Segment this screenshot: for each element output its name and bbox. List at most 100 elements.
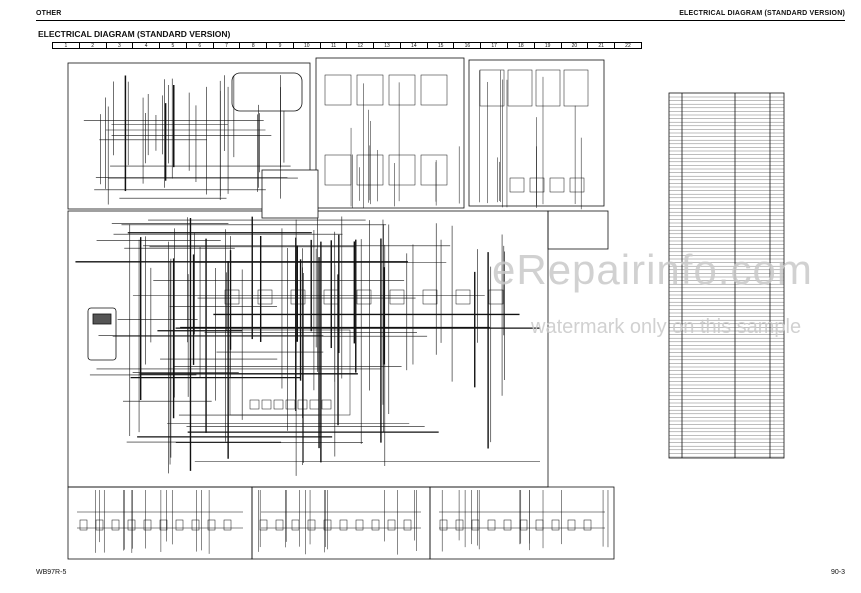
component-symbol <box>403 519 412 531</box>
component-symbol <box>487 519 496 531</box>
grid-column-label: 18 <box>508 43 535 49</box>
component-symbol <box>355 519 364 531</box>
component-symbol <box>387 519 396 531</box>
grid-column-label: 20 <box>562 43 589 49</box>
page-heading: ELECTRICAL DIAGRAM (STANDARD VERSION) <box>679 10 845 17</box>
component-symbol <box>455 519 464 531</box>
grid-column-label: 21 <box>588 43 616 49</box>
grid-column-label: 22 <box>625 43 631 49</box>
component-symbol <box>529 177 545 193</box>
grid-column-label: 17 <box>481 43 509 49</box>
component-symbol <box>388 74 416 106</box>
footer-model: WB97R-5 <box>36 569 67 576</box>
panel-bottom-middle <box>251 486 431 560</box>
panel-bottom-right <box>429 486 615 560</box>
grid-column-label: 19 <box>535 43 562 49</box>
component-symbol <box>420 154 448 186</box>
grid-column-label: 7 <box>214 43 241 49</box>
component-symbol <box>439 519 448 531</box>
component-symbol <box>471 519 480 531</box>
panel-top-middle <box>315 57 465 209</box>
component-symbol <box>224 289 240 305</box>
legend-box <box>261 169 319 219</box>
component-symbol <box>479 69 505 107</box>
component-symbol <box>191 519 200 531</box>
grid-column-label: 8 <box>240 43 268 49</box>
component-symbol <box>488 289 504 305</box>
component-symbol <box>422 289 438 305</box>
display-module <box>87 307 117 361</box>
component-symbol <box>249 399 260 410</box>
component-symbol <box>420 74 448 106</box>
grid-column-label: 16 <box>454 43 482 49</box>
panel-top-left <box>67 62 311 210</box>
component-symbol <box>309 399 320 410</box>
component-symbol <box>324 154 352 186</box>
components <box>79 69 592 531</box>
component-symbol <box>321 399 332 410</box>
grid-column-label: 2 <box>80 43 107 49</box>
grid-column-label: 4 <box>133 43 161 49</box>
grid-column-label: 15 <box>428 43 455 49</box>
component-symbol <box>563 69 589 107</box>
component-symbol <box>371 519 380 531</box>
component-symbol <box>261 399 272 410</box>
grid-column-label: 1 <box>53 43 80 49</box>
component-symbol <box>273 399 284 410</box>
component-symbol <box>207 519 216 531</box>
component-symbol <box>567 519 576 531</box>
component-symbol <box>535 69 561 107</box>
panel-right-small <box>547 210 609 250</box>
component-symbol <box>356 74 384 106</box>
component-symbol <box>223 519 232 531</box>
component-symbol <box>257 289 273 305</box>
dashboard-cluster <box>231 72 303 112</box>
grid-column-label: 11 <box>321 43 348 49</box>
grid-column-label: 12 <box>347 43 375 49</box>
grid-column-label: 6 <box>187 43 214 49</box>
diagram-title: ELECTRICAL DIAGRAM (STANDARD VERSION) <box>38 29 231 39</box>
component-symbol <box>535 519 544 531</box>
component-symbol <box>389 289 405 305</box>
component-symbol <box>339 519 348 531</box>
component-symbol <box>324 74 352 106</box>
grid-column-label: 5 <box>160 43 187 49</box>
footer-page: 90-3 <box>830 569 845 576</box>
component-symbol <box>275 519 284 531</box>
component-symbol <box>507 69 533 107</box>
grid-column-label: 13 <box>374 43 401 49</box>
grid-column-label: 14 <box>401 43 428 49</box>
wire-bundle <box>75 70 609 555</box>
component-symbol <box>127 519 136 531</box>
header-rule <box>36 20 845 21</box>
component-symbol <box>297 399 308 410</box>
component-symbol <box>551 519 560 531</box>
component-symbol <box>323 289 339 305</box>
component-symbol <box>291 519 300 531</box>
component-symbol <box>323 519 332 531</box>
component-symbol <box>455 289 471 305</box>
component-symbol <box>307 519 316 531</box>
component-symbol <box>356 289 372 305</box>
component-symbol <box>79 519 88 531</box>
component-symbol <box>95 519 104 531</box>
grid-column-label: 9 <box>267 43 294 49</box>
component-symbol <box>519 519 528 531</box>
component-symbol <box>388 154 416 186</box>
component-symbol <box>356 154 384 186</box>
section-label: OTHER <box>36 10 62 17</box>
component-symbol <box>290 289 306 305</box>
component-symbol <box>503 519 512 531</box>
component-symbol <box>583 519 592 531</box>
component-symbol <box>569 177 585 193</box>
component-symbol <box>229 329 351 416</box>
component-symbol <box>285 399 296 410</box>
component-symbol <box>549 177 565 193</box>
component-symbol <box>509 177 525 193</box>
grid-column-label: 10 <box>294 43 321 49</box>
component-symbol <box>159 519 168 531</box>
component-symbol <box>143 519 152 531</box>
component-symbol <box>259 519 268 531</box>
